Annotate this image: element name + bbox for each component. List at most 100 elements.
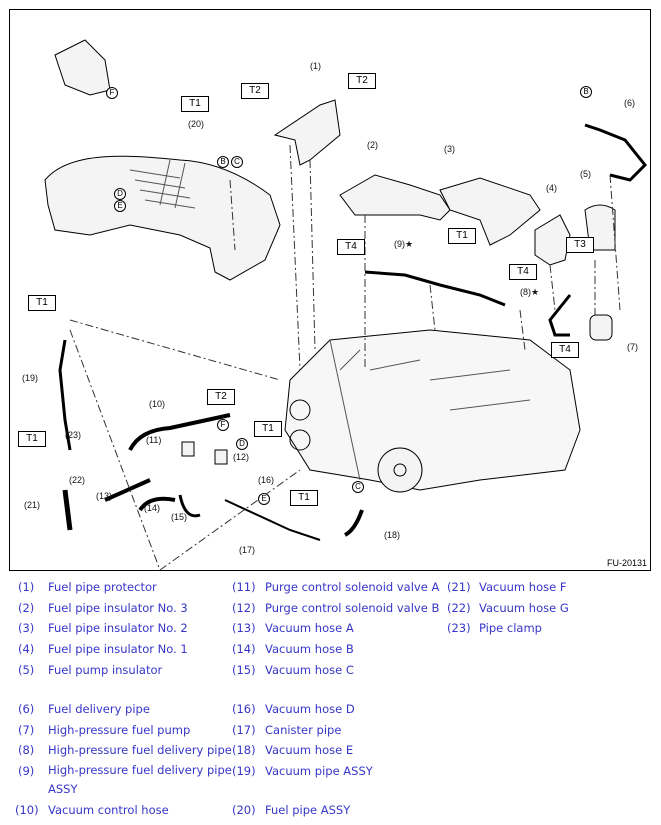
connector-b: B — [217, 156, 229, 168]
callout-13: (13) — [96, 491, 113, 501]
callout-18: (18) — [384, 530, 401, 540]
crank-pulley — [377, 447, 423, 493]
legend-text: Fuel pipe protector — [48, 580, 157, 594]
legend-text: High-pressure fuel delivery pipe — [48, 743, 232, 757]
legend-number: (7) — [18, 723, 35, 737]
torque-t1: T1 — [28, 295, 56, 311]
callout-9-text: (9) — [394, 239, 405, 249]
callout-8: (8)★ — [520, 287, 539, 298]
insulator-3 — [439, 177, 541, 246]
fuel-delivery-pipe — [584, 123, 648, 182]
legend-number: (23) — [447, 621, 471, 635]
torque-t2: T2 — [207, 389, 235, 405]
connector-e: E — [114, 200, 126, 212]
hp-fuel-pump — [589, 314, 613, 341]
torque-t1: T1 — [290, 490, 318, 506]
figure-id: FU-20131 — [606, 558, 647, 568]
exploded-parts-diagram: (1) (2) (3) (4) (5) (6) (7) (8)★ (9)★ (1… — [9, 9, 651, 571]
legend-number: (14) — [232, 642, 256, 656]
legend-number: (16) — [232, 702, 256, 716]
callout-2: (2) — [367, 140, 378, 150]
connector-d: D — [236, 438, 248, 450]
vacuum-hose-b — [138, 496, 176, 512]
connector-c: C — [231, 156, 243, 168]
torque-t2: T2 — [348, 73, 376, 89]
legend-number: (5) — [18, 663, 35, 677]
torque-t4: T4 — [551, 342, 579, 358]
torque-t1: T1 — [181, 96, 209, 112]
legend-text: Fuel pipe insulator No. 2 — [48, 621, 188, 635]
hp-delivery-pipe-assy — [364, 270, 506, 307]
star-mark: ★ — [405, 239, 414, 249]
callout-10: (10) — [149, 399, 166, 409]
callout-23: (23) — [65, 430, 82, 440]
connector-f: F — [106, 87, 118, 99]
callout-16: (16) — [258, 475, 275, 485]
purge-valve-a — [181, 441, 195, 457]
connector-c: C — [352, 481, 364, 493]
vacuum-pipe-assy — [58, 339, 72, 451]
legend-text: Fuel pipe insulator No. 1 — [48, 642, 188, 656]
intake-manifold — [44, 155, 281, 281]
vacuum-hose-e — [343, 509, 364, 537]
torque-t3: T3 — [566, 237, 594, 253]
legend-number: (6) — [18, 702, 35, 716]
legend-text: Vacuum hose D — [265, 702, 355, 716]
cover-part — [54, 39, 111, 96]
purge-valve-b — [214, 449, 228, 465]
callout-19: (19) — [22, 373, 39, 383]
legend-text: Fuel delivery pipe — [48, 702, 150, 716]
legend-text: Purge control solenoid valve B — [265, 601, 440, 615]
callout-15: (15) — [171, 512, 188, 522]
fuel-pipe-protector — [273, 99, 341, 166]
callout-9: (9)★ — [394, 239, 413, 250]
torque-t1: T1 — [448, 228, 476, 244]
callout-3: (3) — [444, 144, 455, 154]
legend-number: (3) — [18, 621, 35, 635]
legend-text: Vacuum hose A — [265, 621, 354, 635]
torque-t1: T1 — [254, 421, 282, 437]
vacuum-hose-f — [62, 489, 73, 531]
insulator-1 — [534, 214, 571, 266]
insulator-2 — [339, 174, 451, 221]
legend-number: (8) — [18, 743, 35, 757]
legend-number: (19) — [232, 764, 256, 778]
legend-number: (12) — [232, 601, 256, 615]
legend-text: Fuel pipe ASSY — [265, 803, 351, 817]
callout-17: (17) — [239, 545, 256, 555]
legend-number: (17) — [232, 723, 256, 737]
parts-drawing — [44, 39, 648, 571]
legend-text: Vacuum hose B — [265, 642, 354, 656]
legend-text: Fuel pump insulator — [48, 663, 163, 677]
torque-t4: T4 — [509, 264, 537, 280]
callout-11: (11) — [146, 435, 162, 445]
legend-number: (1) — [18, 580, 35, 594]
legend-number: (10) — [15, 803, 39, 817]
callout-5: (5) — [580, 169, 591, 179]
star-mark: ★ — [531, 287, 540, 297]
torque-t4: T4 — [337, 239, 365, 255]
connector-b: B — [580, 86, 592, 98]
engine-block — [284, 329, 581, 491]
torque-t2: T2 — [241, 83, 269, 99]
legend-number: (4) — [18, 642, 35, 656]
legend-number: (21) — [447, 580, 471, 594]
canister-pipe — [224, 499, 321, 541]
legend-text: Vacuum hose E — [265, 743, 354, 757]
legend-text: Fuel pipe insulator No. 3 — [48, 601, 188, 615]
legend-text: Vacuum hose F — [479, 580, 567, 594]
callout-7: (7) — [627, 342, 638, 352]
legend-number: (20) — [232, 803, 256, 817]
callout-14: (14) — [144, 503, 161, 513]
vacuum-hose-c — [178, 494, 201, 518]
legend-text: Pipe clamp — [479, 621, 542, 635]
legend-text: High-pressure fuel delivery pipe ASSY — [48, 763, 232, 796]
callout-4: (4) — [546, 183, 557, 193]
legend-number: (11) — [232, 580, 256, 594]
connector-e: E — [258, 493, 270, 505]
legend-text: Vacuum hose G — [479, 601, 569, 615]
legend-text: Vacuum control hose — [48, 803, 169, 817]
legend-number: (18) — [232, 743, 256, 757]
vacuum-hose-a — [104, 478, 151, 502]
callout-1: (1) — [310, 61, 321, 71]
